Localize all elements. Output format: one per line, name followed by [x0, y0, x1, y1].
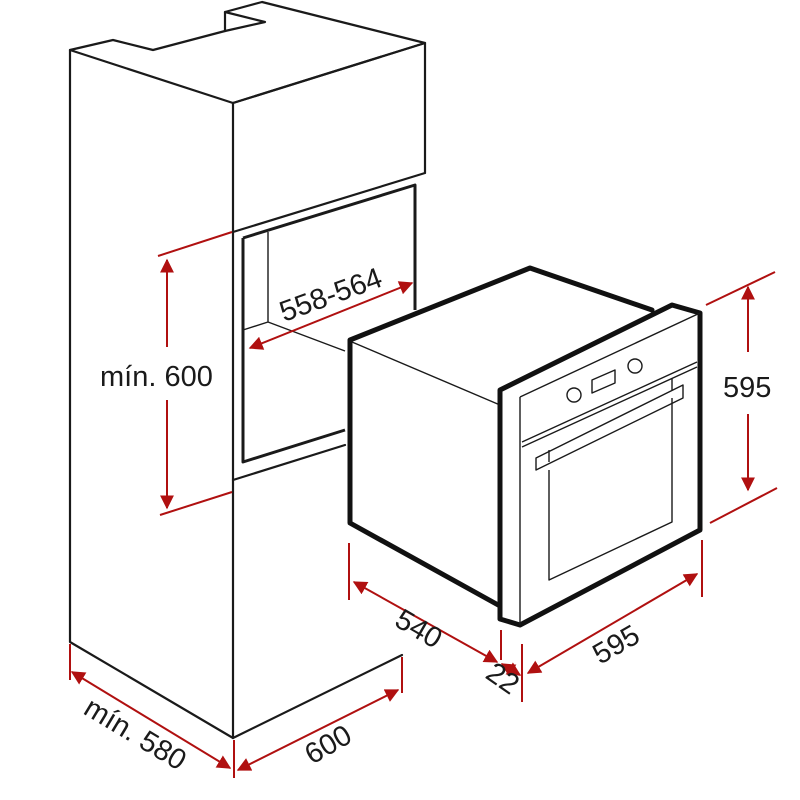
cabinet-front-face — [231, 41, 427, 234]
oven-door-window — [548, 398, 673, 581]
dimension-oven-depth: 540 — [348, 543, 502, 663]
oven-front-panel-outline — [497, 302, 703, 628]
front-panel-label: 22 — [480, 657, 525, 702]
cabinet-left-face — [68, 48, 235, 740]
niche-frame — [241, 183, 417, 464]
oven-width-label: 595 — [588, 619, 646, 671]
dimension-niche-height: mín. 600 — [100, 231, 233, 516]
dimension-cabinet-width: 600 — [236, 657, 403, 771]
cabinet-front-bottom — [231, 653, 404, 740]
cabinet-top-notch — [223, 10, 267, 33]
display-icon — [591, 369, 616, 394]
right-knob-icon — [627, 358, 643, 374]
dimension-cabinet-depth: mín. 580 — [69, 644, 235, 778]
handle-supports — [548, 378, 673, 462]
oven-door-handle — [535, 384, 684, 471]
control-panel-divider — [521, 361, 698, 448]
left-knob-icon — [566, 387, 582, 403]
oven-front-panel-inner-edge — [519, 312, 701, 625]
oven — [347, 265, 703, 628]
dimension-oven-height: 595 — [705, 271, 778, 524]
cabinet-width-label: 600 — [300, 719, 358, 771]
oven-height-label: 595 — [723, 372, 771, 404]
dimension-front-panel: 22 — [480, 644, 525, 702]
oven-body-top-edge — [351, 341, 501, 406]
cabinet-front-right-lower — [231, 443, 347, 482]
oven-depth-label: 540 — [390, 603, 448, 655]
niche-height-label: mín. 600 — [100, 361, 213, 393]
niche-width-label: 558-564 — [275, 262, 386, 328]
dimension-niche-width: 558-564 — [248, 262, 414, 350]
